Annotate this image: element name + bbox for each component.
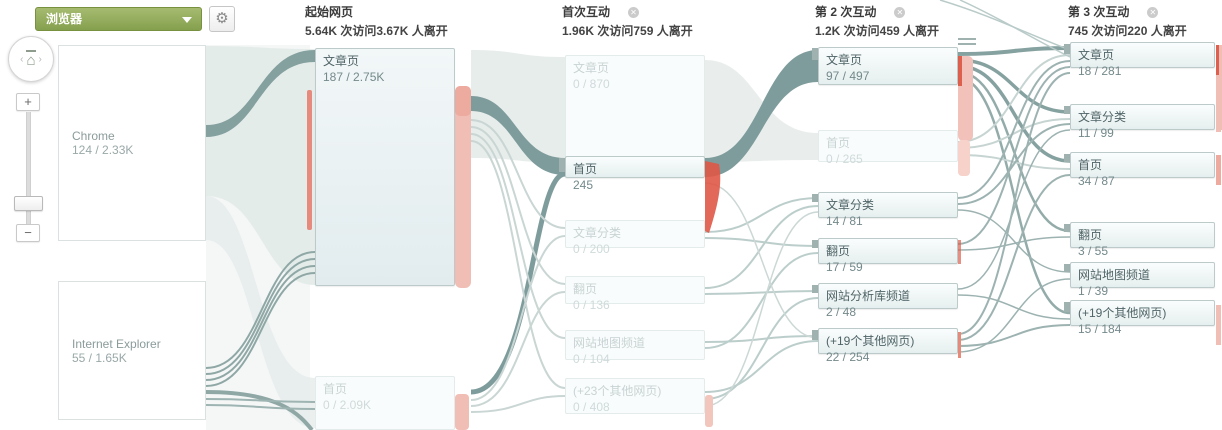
node-label: (+23个其他网页) (573, 384, 662, 398)
step-title: 首次互动 (562, 5, 611, 19)
chevron-left-icon: ‹ (20, 53, 24, 65)
zoom-out-button[interactable]: − (16, 224, 40, 242)
node-value: 14 / 81 (826, 214, 863, 228)
chevron-right-icon: › (38, 53, 42, 65)
node-step2-home-page[interactable]: 首页 0 / 265 (818, 130, 958, 166)
step-header-third-interaction: 第 3 次互动 ✕ 745 次访问220 人离开 (1068, 3, 1187, 39)
step-title: 第 3 次互动 (1068, 5, 1130, 19)
node-label: 首页 (323, 382, 348, 396)
zoom-slider-handle[interactable] (14, 196, 43, 211)
node-step2-analytics-channel[interactable]: 网站分析库频道 2 / 48 (818, 283, 958, 319)
step-title: 起始网页 (305, 5, 354, 19)
node-browser-chrome[interactable]: Chrome 124 / 2.33K (58, 45, 206, 241)
node-label: 翻页 (1078, 228, 1103, 242)
node-value: 22 / 254 (826, 350, 870, 364)
node-value: 0 / 265 (826, 152, 863, 166)
node-browser-internet-explorer[interactable]: Internet Explorer 55 / 1.65K (58, 281, 206, 420)
step-subtitle: 1.2K 次访问459 人离开 (815, 24, 940, 38)
node-value: 34 / 87 (1078, 174, 1115, 188)
node-label: 文章页 (826, 53, 863, 67)
node-value: 0 / 408 (573, 400, 610, 414)
node-step1-other-pages[interactable]: (+23个其他网页) 0 / 408 (565, 378, 705, 414)
node-value: 0 / 870 (573, 77, 610, 91)
node-label: 文章页 (573, 61, 610, 75)
close-step-icon[interactable]: ✕ (1147, 7, 1159, 18)
node-label: (+19个其他网页) (826, 334, 915, 348)
step-title: 第 2 次互动 (815, 5, 877, 19)
zoom-in-button[interactable]: + (16, 93, 40, 111)
step-subtitle: 5.64K 次访问3.67K 人离开 (305, 24, 448, 38)
node-label: 文章页 (1078, 48, 1115, 62)
node-start-article-page[interactable]: 文章页 187 / 2.75K (315, 48, 455, 286)
node-step3-article-category[interactable]: 文章分类 11 / 99 (1070, 104, 1215, 140)
home-icon: ⌂ (26, 50, 36, 69)
chevron-down-icon (182, 17, 192, 23)
node-step3-sitemap-channel[interactable]: 网站地图频道 1 / 39 (1070, 262, 1215, 298)
node-value: 1 / 39 (1078, 284, 1109, 298)
node-label: 文章分类 (1078, 110, 1127, 124)
step-subtitle: 1.96K 次访问759 人离开 (562, 24, 693, 38)
node-step3-other-pages[interactable]: (+19个其他网页) 15 / 184 (1070, 300, 1215, 336)
node-label: 翻页 (573, 282, 598, 296)
node-label: 网站分析库频道 (826, 289, 911, 303)
node-label: 文章分类 (573, 226, 622, 240)
node-value: 0 / 200 (573, 242, 610, 256)
node-value: 11 / 99 (1078, 126, 1114, 140)
node-label: Internet Explorer (72, 336, 161, 351)
close-step-icon[interactable]: ✕ (628, 7, 640, 18)
node-value: 245 (573, 178, 594, 192)
node-step2-article-category[interactable]: 文章分类 14 / 81 (818, 192, 958, 228)
node-step1-sitemap-channel[interactable]: 网站地图频道 0 / 104 (565, 330, 705, 366)
step-header-start: 起始网页 5.64K 次访问3.67K 人离开 (305, 3, 448, 39)
node-step3-pagination[interactable]: 翻页 3 / 55 (1070, 222, 1215, 258)
gear-icon[interactable]: ⚙ (209, 6, 235, 32)
node-value: 55 / 1.65K (72, 350, 127, 365)
node-label: Chrome (72, 129, 115, 143)
node-label: 首页 (573, 162, 598, 176)
node-label: 网站地图频道 (573, 336, 646, 350)
node-step1-home-page[interactable]: 首页 245 (565, 156, 705, 192)
zoom-slider-track[interactable] (26, 112, 31, 240)
dimension-dropdown-label: 浏览器 (46, 12, 83, 26)
node-label: 文章分类 (826, 198, 875, 212)
node-value: 18 / 281 (1078, 64, 1122, 78)
node-label: (+19个其他网页) (1078, 306, 1167, 320)
node-step2-other-pages[interactable]: (+19个其他网页) 22 / 254 (818, 328, 958, 364)
close-step-icon[interactable]: ✕ (894, 7, 906, 18)
node-start-home-page[interactable]: 首页 0 / 2.09K (315, 376, 455, 430)
node-step2-pagination[interactable]: 翻页 17 / 59 (818, 238, 958, 274)
node-label: 文章页 (323, 54, 360, 68)
node-step1-article-category[interactable]: 文章分类 0 / 200 (565, 220, 705, 256)
step-subtitle: 745 次访问220 人离开 (1068, 24, 1187, 38)
node-step3-article-page[interactable]: 文章页 18 / 281 (1070, 42, 1215, 78)
node-label: 翻页 (826, 244, 851, 258)
node-label: 首页 (1078, 158, 1103, 172)
dimension-dropdown[interactable]: 浏览器 (35, 7, 202, 31)
node-value: 15 / 184 (1078, 322, 1122, 336)
node-value: 17 / 59 (826, 260, 863, 274)
node-step2-article-page[interactable]: 文章页 97 / 497 (818, 47, 958, 85)
node-label: 首页 (826, 136, 851, 150)
step-header-second-interaction: 第 2 次互动 ✕ 1.2K 次访问459 人离开 (815, 3, 939, 39)
node-step1-article-page[interactable]: 文章页 0 / 870 (565, 55, 705, 165)
node-value: 97 / 497 (826, 69, 870, 83)
node-step1-pagination[interactable]: 翻页 0 / 136 (565, 276, 705, 312)
node-step3-home-page[interactable]: 首页 34 / 87 (1070, 152, 1215, 188)
reset-view-button[interactable]: ‹ ⌂ › (8, 36, 54, 82)
node-value: 3 / 55 (1078, 244, 1109, 258)
node-value: 124 / 2.33K (72, 143, 134, 157)
node-value: 0 / 136 (573, 298, 610, 312)
node-value: 187 / 2.75K (323, 70, 385, 84)
node-value: 0 / 2.09K (323, 398, 372, 412)
step-header-first-interaction: 首次互动 ✕ 1.96K 次访问759 人离开 (562, 3, 693, 39)
node-label: 网站地图频道 (1078, 268, 1151, 282)
node-value: 2 / 48 (826, 305, 857, 319)
node-value: 0 / 104 (573, 352, 610, 366)
